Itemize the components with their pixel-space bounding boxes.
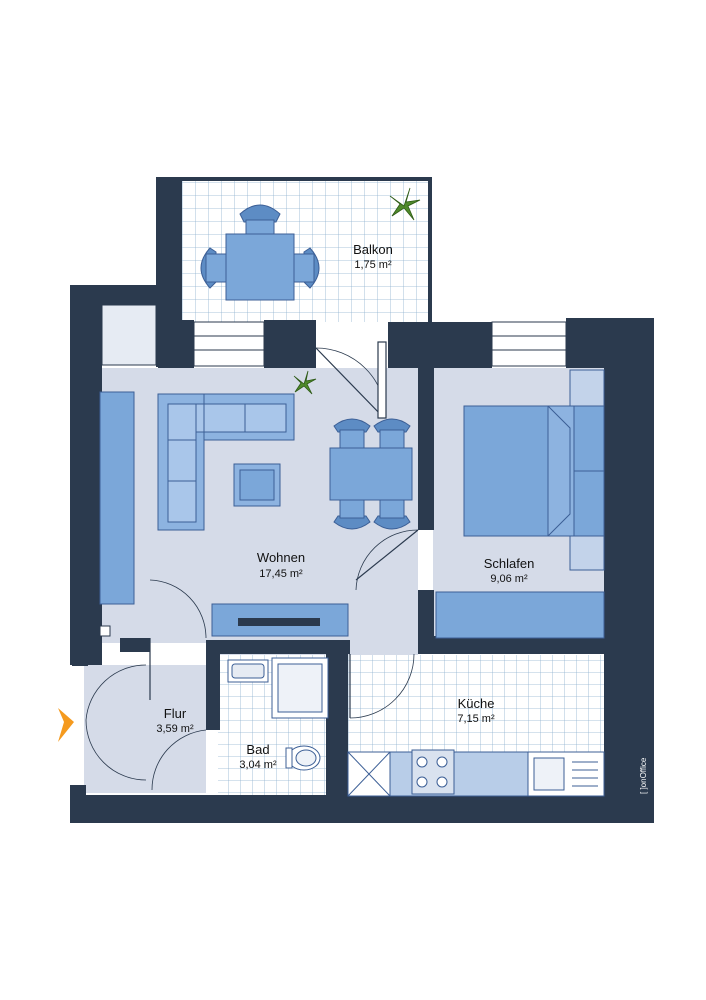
balcony-table-set — [200, 204, 320, 301]
balkon-area: 1,75 m² — [354, 259, 392, 271]
kitchen-counter — [347, 749, 605, 797]
flur-area: 3,59 m² — [156, 723, 194, 735]
flur-floor — [84, 665, 206, 793]
sideboard — [99, 391, 135, 605]
schlafen-area: 9,06 m² — [490, 573, 528, 585]
bad-area: 3,04 m² — [239, 759, 277, 771]
dining-set — [329, 418, 413, 530]
schlafen-name: Schlafen — [484, 556, 535, 571]
coffee-table — [233, 463, 281, 507]
wohnen-area: 17,45 m² — [259, 568, 303, 580]
walls — [70, 177, 654, 823]
wohnen-name: Wohnen — [257, 550, 305, 565]
windows — [101, 304, 567, 367]
bedroom-furniture — [435, 369, 605, 639]
floor-fixture — [99, 625, 111, 637]
brand-logo: [ ]onOffice — [639, 757, 648, 794]
plant-living-icon — [293, 370, 317, 395]
flur-name: Flur — [164, 706, 187, 721]
entrance-marker-icon — [58, 708, 74, 742]
balkon-floor — [180, 180, 428, 322]
doors — [85, 341, 419, 791]
corner-sofa — [157, 393, 295, 531]
bathroom-fixtures — [227, 657, 329, 771]
kueche-area: 7,15 m² — [457, 713, 495, 725]
balkon-name: Balkon — [353, 242, 393, 257]
kueche-name: Küche — [458, 696, 495, 711]
plant-balcony-icon — [389, 187, 421, 221]
bad-name: Bad — [246, 742, 269, 757]
tv-board — [211, 603, 349, 637]
